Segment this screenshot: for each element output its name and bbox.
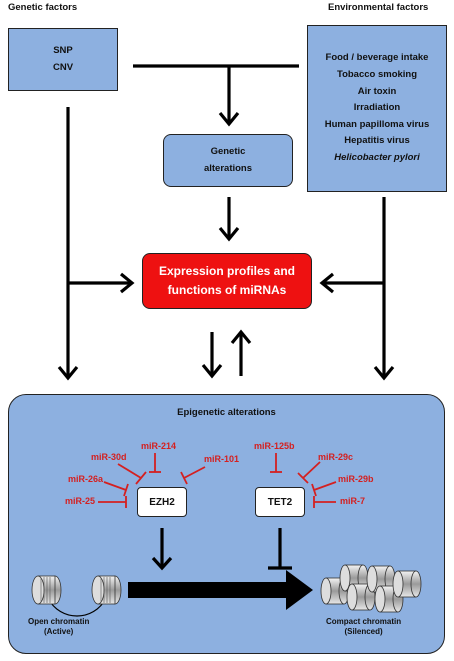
open-chromatin-drawing (31, 575, 122, 617)
genetic-factor-snp: SNP (53, 44, 73, 56)
mir-29b-label: miR-29b (338, 474, 374, 484)
mir-30d-label: miR-30d (91, 452, 127, 462)
nucleosome-compact-6 (392, 570, 422, 598)
env-factor-tobacco: Tobacco smoking (336, 68, 418, 80)
ezh2-box: EZH2 (137, 487, 187, 517)
env-factor-food: Food / beverage intake (325, 52, 429, 64)
compact-chromatin-text: Compact chromatin (326, 617, 402, 626)
arrowhead-right-to-mirna (319, 272, 335, 294)
env-factor-air-toxin: Air toxin (357, 85, 397, 97)
mir-101-label: miR-101 (204, 454, 240, 464)
inhibit-mir-26a (103, 481, 129, 497)
inhibit-mir-7 (313, 496, 336, 508)
arrowhead-ezh2-down (151, 556, 173, 571)
arrowhead-epigenetic-to-mirna (230, 329, 252, 345)
genetic-factors-header: Genetic factors (8, 2, 78, 13)
nucleosome-open-left (31, 575, 62, 605)
genetic-alterations-box: Genetic alterations (163, 134, 293, 187)
arrowhead-to-genetic-alterations (218, 111, 240, 127)
genetic-alterations-line1: Genetic (210, 145, 246, 157)
env-factor-hpv: Human papilloma virus (324, 118, 430, 130)
mir-26a-label: miR-26a (68, 474, 104, 484)
genetic-factor-cnv: CNV (52, 61, 74, 73)
inhibit-mir-29b (311, 481, 337, 497)
inhibit-mir-25 (98, 496, 127, 508)
genetic-alterations-line2: alterations (203, 162, 253, 174)
mirna-expression-box: Expression profiles and functions of miR… (142, 253, 312, 309)
open-chromatin-state: (Active) (44, 627, 74, 636)
mirna-box-line2: functions of miRNAs (167, 283, 287, 297)
env-factor-hepatitis: Hepatitis virus (344, 135, 410, 147)
nucleosome-open-right (91, 575, 122, 605)
tet2-box: TET2 (255, 487, 305, 517)
mir-25-label: miR-25 (65, 496, 96, 506)
inhibit-mir-30d (117, 463, 147, 485)
arrowhead-mirna-to-epigenetic (201, 363, 223, 379)
compact-chromatin-state: (Silenced) (344, 627, 383, 636)
compact-chromatin-label: Compact chromatin (Silenced) (326, 617, 401, 637)
mir-125b-label: miR-125b (254, 441, 295, 451)
env-factor-helicobacter: Helicobacter pylori (334, 152, 420, 164)
right-vertical-arrowhead (373, 365, 395, 381)
environmental-factors-header: Environmental factors (328, 2, 429, 13)
epigenetic-alterations-title: Epigenetic alterations (177, 407, 276, 418)
env-factor-irradiation: Irradiation (353, 102, 401, 114)
arrowhead-left-to-mirna (119, 272, 135, 294)
inhibit-mir-101 (180, 466, 206, 485)
genetic-factors-box: SNP CNV (8, 28, 118, 91)
mirna-box-line1: Expression profiles and (158, 264, 296, 279)
inhibit-mir-125b (270, 453, 282, 473)
open-chromatin-label: Open chromatin (Active) (28, 617, 89, 637)
epigenetic-alterations-box: Epigenetic alterations (8, 394, 445, 654)
mir-29c-label: miR-29c (318, 452, 354, 462)
compaction-arrow (128, 570, 313, 610)
inhibit-mir-29c (297, 461, 321, 484)
inhibit-mir-214 (149, 453, 161, 473)
open-chromatin-text: Open chromatin (28, 617, 90, 626)
mir-7-label: miR-7 (340, 496, 366, 506)
arrowhead-ga-to-mirna (218, 226, 240, 242)
compact-chromatin-drawing (320, 564, 422, 613)
mir-214-label: miR-214 (141, 441, 177, 451)
left-vertical-arrowhead (57, 365, 79, 381)
environmental-factors-box: Food / beverage intake Tobacco smoking A… (307, 25, 447, 192)
